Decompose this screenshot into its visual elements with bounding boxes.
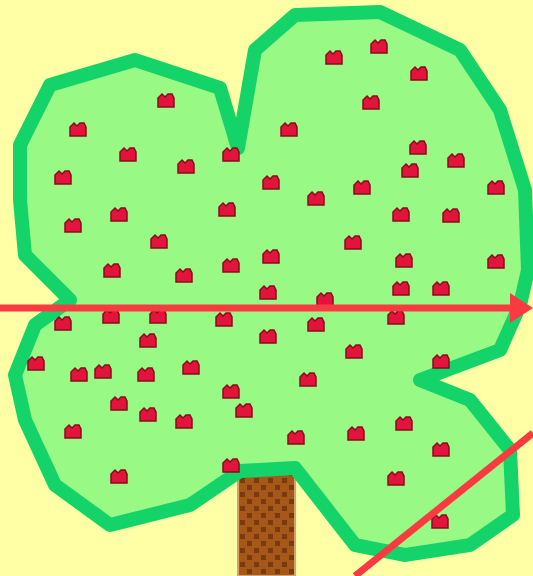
apple-icon[interactable] [433,355,449,368]
apple-icon[interactable] [448,154,464,167]
tree-trunk [238,470,295,576]
apple-icon[interactable] [55,171,71,184]
apple-icon[interactable] [263,176,279,189]
apple-icon[interactable] [433,282,449,295]
apple-icon[interactable] [223,385,239,398]
apple-icon[interactable] [103,310,119,323]
apple-icon[interactable] [223,259,239,272]
apple-icon[interactable] [393,282,409,295]
apple-icon[interactable] [308,192,324,205]
apple-icon[interactable] [219,203,235,216]
apple-icon[interactable] [396,254,412,267]
apple-icon[interactable] [178,160,194,173]
apple-icon[interactable] [260,330,276,343]
apple-icon[interactable] [120,148,136,161]
apple-icon[interactable] [348,427,364,440]
apple-icon[interactable] [281,123,297,136]
apple-icon[interactable] [346,345,362,358]
apple-icon[interactable] [260,286,276,299]
tree-canopy[interactable] [15,12,528,555]
apple-icon[interactable] [433,443,449,456]
apple-icon[interactable] [443,209,459,222]
apple-icon[interactable] [288,431,304,444]
apple-icon[interactable] [140,408,156,421]
apple-icon[interactable] [308,318,324,331]
apple-icon[interactable] [183,361,199,374]
apple-icon[interactable] [223,148,239,161]
apple-icon[interactable] [111,397,127,410]
apple-icon[interactable] [263,250,279,263]
apple-icon[interactable] [151,235,167,248]
apple-icon[interactable] [354,181,370,194]
apple-icon[interactable] [138,368,154,381]
apple-icon[interactable] [158,94,174,107]
apple-icon[interactable] [150,310,166,323]
apple-icon[interactable] [388,472,404,485]
apple-icon[interactable] [111,470,127,483]
apple-icon[interactable] [402,164,418,177]
apple-icon[interactable] [488,181,504,194]
apple-icon[interactable] [111,208,127,221]
apple-icon[interactable] [71,368,87,381]
apple-icon[interactable] [104,264,120,277]
apple-icon[interactable] [70,123,86,136]
apple-icon[interactable] [176,269,192,282]
apple-icon[interactable] [371,40,387,53]
apple-icon[interactable] [140,334,156,347]
apple-icon[interactable] [28,357,44,370]
apple-icon[interactable] [410,141,426,154]
apple-icon[interactable] [432,515,448,528]
apple-icon[interactable] [345,236,361,249]
apple-icon[interactable] [326,51,342,64]
apple-icon[interactable] [388,311,404,324]
apple-icon[interactable] [65,219,81,232]
apple-icon[interactable] [55,317,71,330]
apple-icon[interactable] [176,415,192,428]
apple-icon[interactable] [393,208,409,221]
apple-icon[interactable] [216,313,232,326]
apple-icon[interactable] [223,459,239,472]
apple-icon[interactable] [65,425,81,438]
apple-icon[interactable] [300,373,316,386]
apple-icon[interactable] [396,417,412,430]
apple-icon[interactable] [411,67,427,80]
apple-icon[interactable] [236,404,252,417]
apple-icon[interactable] [363,96,379,109]
apple-icon[interactable] [317,293,333,306]
apple-icon[interactable] [488,255,504,268]
apple-icon[interactable] [95,365,111,378]
